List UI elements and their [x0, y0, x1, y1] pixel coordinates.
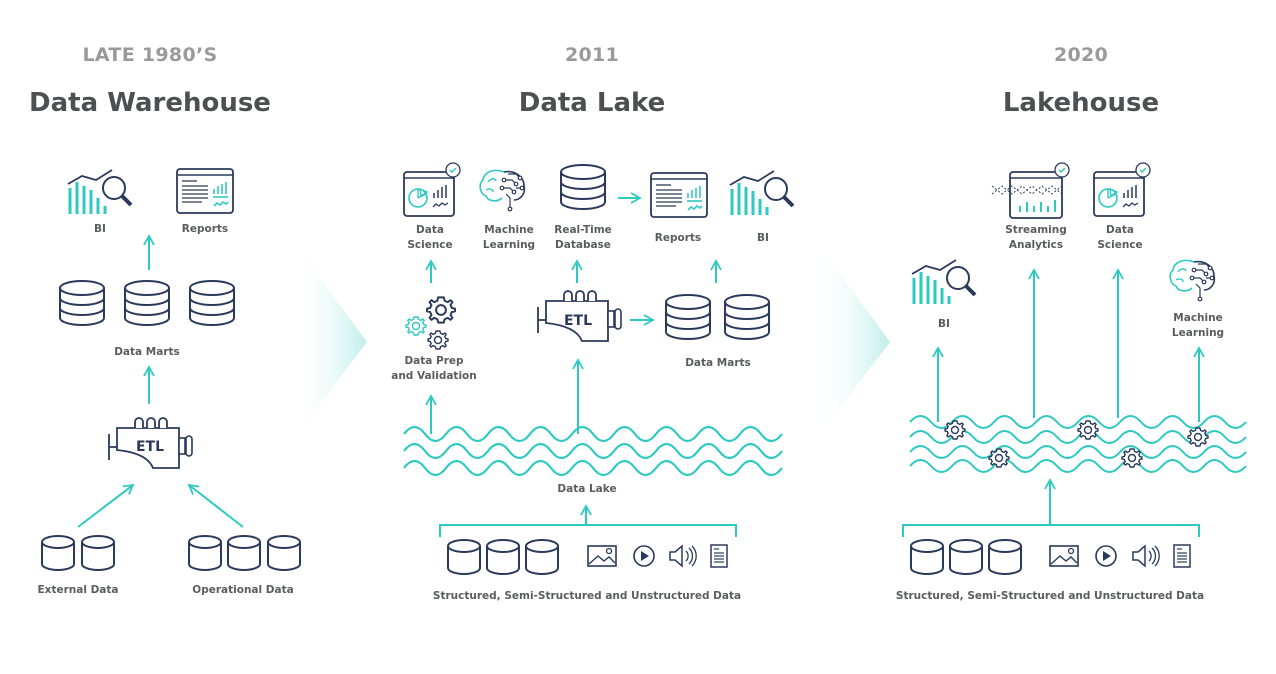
sources-bracket [439, 524, 737, 537]
wave-line [909, 459, 1247, 473]
database-icon [189, 280, 235, 326]
brain-icon [1169, 259, 1216, 302]
era-label: 2011 [564, 44, 620, 66]
database-icon [188, 535, 222, 571]
etl-label: ETL [563, 313, 593, 329]
database-icon [124, 280, 170, 326]
database-icon [227, 535, 261, 571]
reports-label: Reports [181, 223, 229, 235]
era-label: 2020 [1053, 44, 1109, 66]
bi-label: BI [94, 223, 106, 235]
bi-icon [910, 258, 977, 306]
wave-line [403, 425, 783, 443]
lakehouse-waves [909, 415, 1247, 473]
etl-label: ETL [135, 439, 165, 455]
bi-label: BI [757, 232, 769, 244]
gear-icon [988, 448, 1010, 468]
arrow-operational-to-etl [187, 483, 244, 528]
sources-label: Structured, Semi-Structured and Unstruct… [432, 590, 742, 602]
bi-icon [728, 169, 795, 217]
gear-icon [405, 316, 427, 336]
gear-icon [427, 330, 449, 350]
database-icon [81, 535, 115, 571]
video-play-icon [633, 545, 655, 567]
database-icon [560, 164, 606, 210]
reports-label: Reports [654, 232, 702, 244]
document-icon [710, 544, 728, 568]
data-lake-label: Data Lake [557, 483, 617, 495]
reports-icon [176, 168, 234, 214]
database-icon [447, 539, 481, 575]
chevron-arrow-2 [815, 240, 890, 440]
era-label: LATE 1980’S [82, 44, 218, 66]
image-icon [587, 545, 617, 567]
column-title: Data Lake [518, 88, 666, 118]
image-icon [1049, 545, 1079, 567]
database-icon [486, 539, 520, 575]
wave-line [909, 415, 1247, 429]
column-title: Data Warehouse [29, 88, 271, 118]
document-icon [1173, 544, 1191, 568]
wave-line [403, 459, 783, 477]
gear-icon [426, 296, 456, 324]
arrow-external-to-etl [77, 483, 135, 528]
wave-line [909, 445, 1247, 459]
data-marts-label: Data Marts [114, 346, 180, 358]
database-icon [988, 539, 1022, 575]
bi-icon [66, 168, 133, 216]
gear-icon [944, 420, 966, 440]
bi-label: BI [938, 318, 950, 330]
database-icon [665, 294, 711, 340]
column-title: Lakehouse [1002, 88, 1160, 118]
database-icon [910, 539, 944, 575]
database-icon [724, 294, 770, 340]
data-science-icon [1093, 162, 1151, 217]
database-icon [41, 535, 75, 571]
database-icon [525, 539, 559, 575]
sources-bracket [902, 524, 1200, 537]
video-play-icon [1095, 545, 1117, 567]
brain-icon [479, 169, 526, 212]
wave-line [403, 442, 783, 460]
gear-icon [1077, 420, 1099, 440]
wave-line [909, 430, 1247, 444]
database-icon [949, 539, 983, 575]
gear-icon [1187, 427, 1209, 447]
gear-icon [1121, 448, 1143, 468]
data-marts-label: Data Marts [685, 357, 751, 369]
streaming-analytics-icon [991, 162, 1070, 219]
chevron-arrow-1 [292, 240, 367, 440]
database-icon [59, 280, 105, 326]
data-science-icon [403, 162, 461, 217]
reports-icon [650, 172, 708, 218]
database-icon [267, 535, 301, 571]
lake-waves [403, 425, 783, 477]
audio-speaker-icon [1132, 545, 1160, 567]
audio-speaker-icon [669, 545, 697, 567]
operational-data-label: Operational Data [192, 584, 294, 596]
external-data-label: External Data [37, 584, 119, 596]
sources-label: Structured, Semi-Structured and Unstruct… [895, 590, 1205, 602]
